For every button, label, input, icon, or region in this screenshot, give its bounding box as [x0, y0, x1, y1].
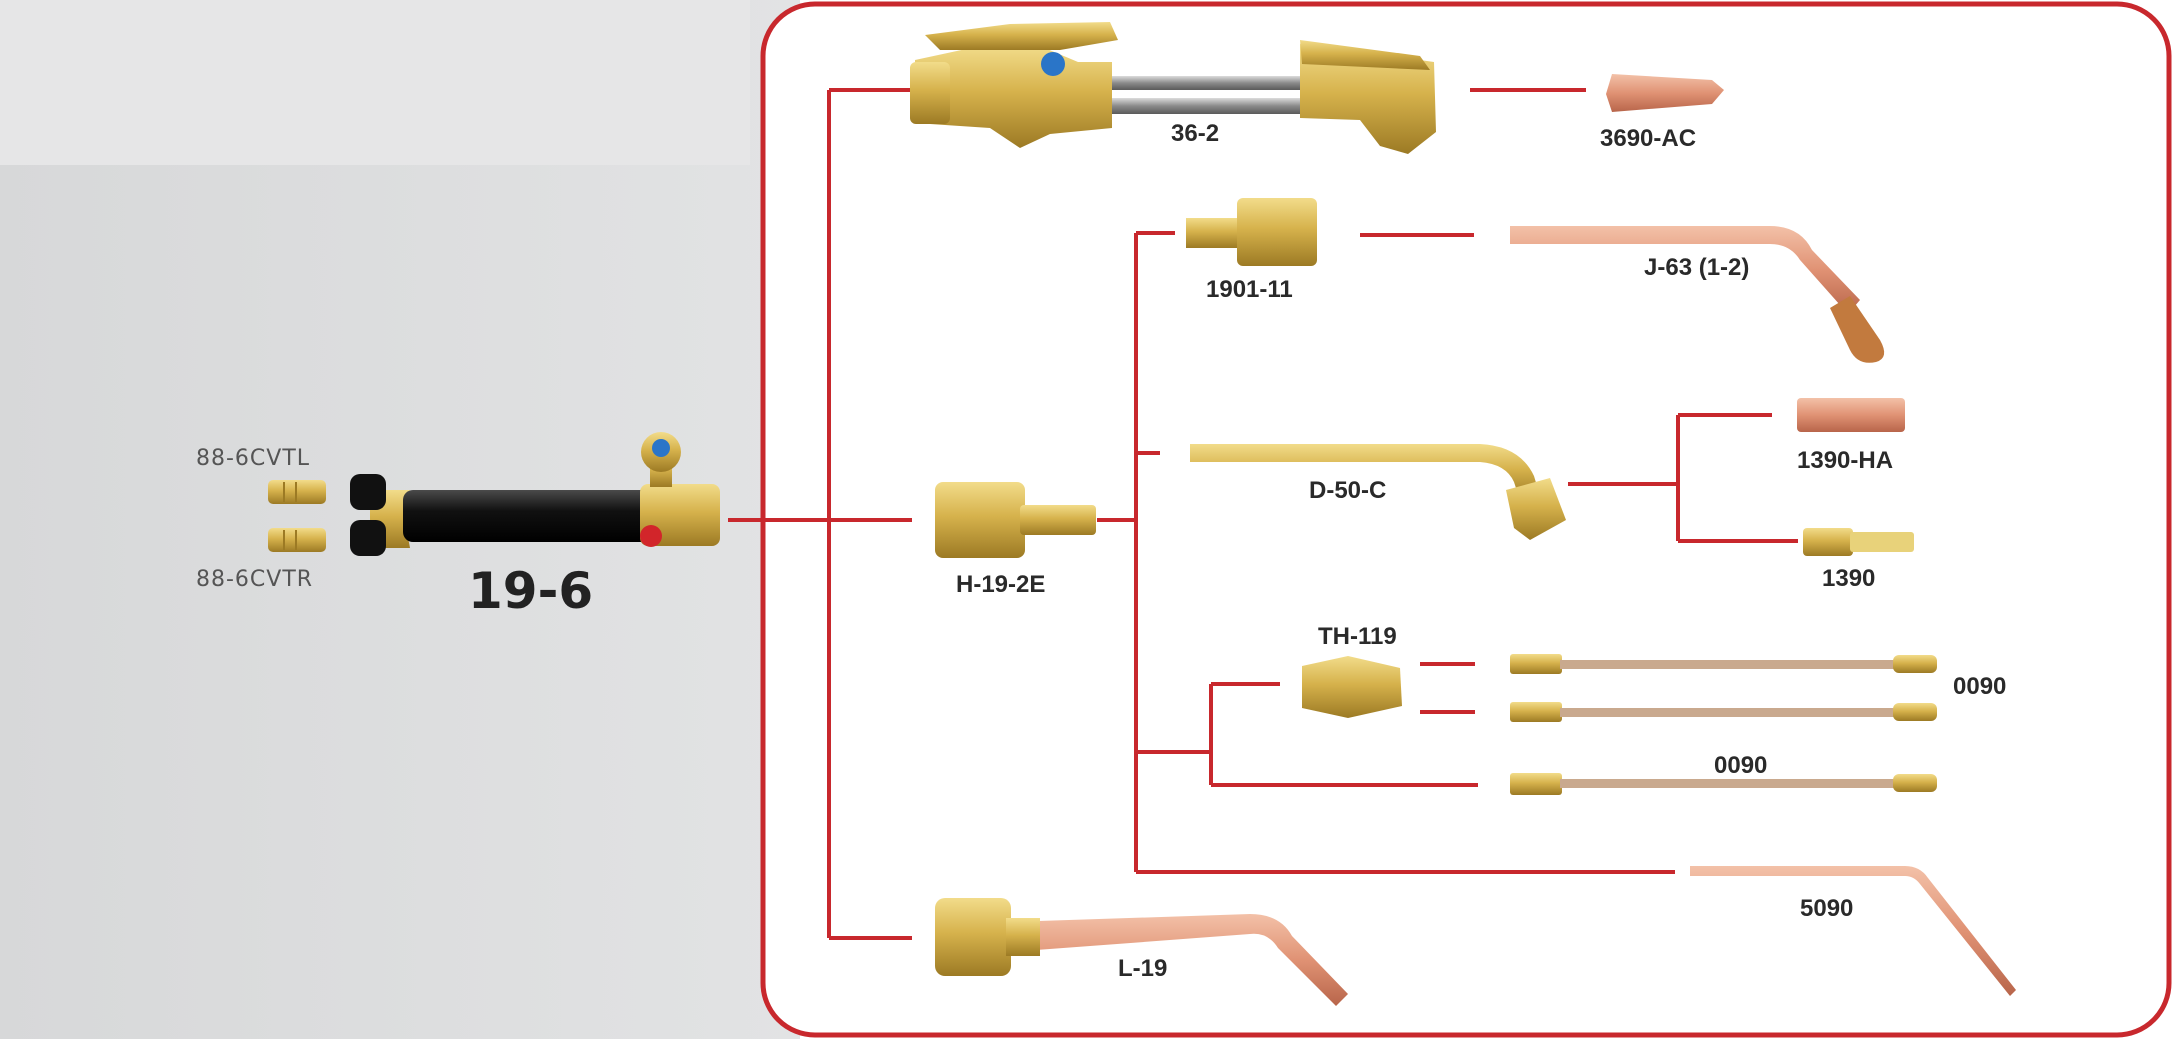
label-0090-lower: 0090: [1714, 752, 1767, 779]
label-1901-11: 1901-11: [1206, 276, 1293, 303]
welding-tip-l-19[interactable]: [935, 898, 1348, 1006]
attachment-body: [915, 46, 1112, 148]
mixer-h-19-2e-stem: [1020, 505, 1096, 535]
label-l-19: L-19: [1118, 955, 1167, 982]
check-valve-right[interactable]: [268, 528, 326, 552]
torch-label: 19-6: [468, 562, 593, 620]
heating-tip-1390-ha[interactable]: [1797, 398, 1905, 432]
attachment-head-lever: [1300, 40, 1430, 70]
label-0090-right: 0090: [1953, 673, 2006, 700]
1390-extension: [1850, 532, 1914, 552]
tube-0090-middle[interactable]: [1510, 702, 1937, 722]
l-19-collar: [1006, 918, 1040, 956]
top-left-shade: [0, 0, 750, 165]
heating-tip-1390[interactable]: [1803, 528, 1914, 556]
bent-tube-5090[interactable]: [1690, 866, 2016, 996]
tip-j-63-tube: [1510, 226, 1860, 314]
connector-lines: [728, 88, 1798, 940]
d-50-c-head: [1506, 478, 1566, 540]
1390-body: [1803, 528, 1853, 556]
label-1390: 1390: [1822, 565, 1875, 592]
label-36-2: 36-2: [1171, 120, 1219, 147]
attachment-lever: [925, 22, 1118, 50]
l-19-tube: [1010, 914, 1348, 1006]
attachment-tube-upper: [1110, 76, 1305, 90]
1390-ha-body: [1797, 398, 1905, 432]
adapter-1901-11-nut: [1237, 198, 1317, 266]
adapter-1901-11[interactable]: [1186, 198, 1317, 266]
blue-valve-marker: [652, 439, 670, 457]
label-3690-ac: 3690-AC: [1600, 125, 1696, 152]
label-d-50-c: D-50-C: [1309, 477, 1386, 504]
torch-handle-19-6[interactable]: [350, 432, 720, 556]
attachment-head: [1300, 44, 1436, 154]
check-valve-left[interactable]: [268, 480, 326, 504]
tube-0090-lower-rod: [1560, 779, 1895, 788]
tube-0090-lower-fitting-right: [1893, 774, 1937, 792]
handle-barrel: [403, 490, 653, 542]
tube-0090-upper-fitting-right: [1893, 655, 1937, 673]
attachment-blue-knob: [1041, 52, 1065, 76]
label-5090: 5090: [1800, 895, 1853, 922]
tube-0090-middle-rod: [1560, 708, 1895, 717]
tube-0090-middle-fitting-left: [1510, 702, 1562, 722]
hose-connection-bottom: [350, 520, 386, 556]
tip-j-63[interactable]: [1510, 226, 1885, 363]
check-valve-right-label: 88-6CVTR: [196, 567, 313, 592]
tube-0090-upper-rod: [1560, 660, 1895, 669]
d-50-c-tube: [1190, 444, 1540, 500]
mixer-h-19-2e-nut: [935, 482, 1025, 558]
check-valve-left-label: 88-6CVTL: [196, 446, 310, 471]
red-valve-marker: [640, 525, 662, 547]
tip-j-63-nozzle: [1830, 296, 1885, 363]
tube-0090-upper-fitting-left: [1510, 654, 1562, 674]
label-th-119: TH-119: [1318, 623, 1397, 650]
label-h-19-2e: H-19-2E: [956, 571, 1045, 598]
tube-0090-upper[interactable]: [1510, 654, 1937, 674]
cutting-tip-3690-ac[interactable]: [1606, 74, 1724, 112]
mixer-h-19-2e[interactable]: [935, 482, 1096, 558]
tube-0090-lower-fitting-left: [1510, 773, 1562, 795]
l-19-nut: [935, 898, 1011, 976]
tube-0090-lower[interactable]: [1510, 773, 1937, 795]
heating-head-d-50-c[interactable]: [1190, 444, 1566, 540]
label-j-63: J-63 (1-2): [1644, 254, 1749, 281]
tip-holder-th-119[interactable]: [1302, 656, 1402, 718]
hose-connection-top: [350, 474, 386, 510]
tube-0090-middle-fitting-right: [1893, 703, 1937, 721]
label-1390-ha: 1390-HA: [1797, 447, 1893, 474]
attachment-nut: [910, 62, 950, 124]
attachment-tube-lower: [1110, 98, 1305, 114]
adapter-1901-11-thread: [1186, 218, 1240, 248]
cutting-attachment-36-2[interactable]: [910, 22, 1436, 154]
